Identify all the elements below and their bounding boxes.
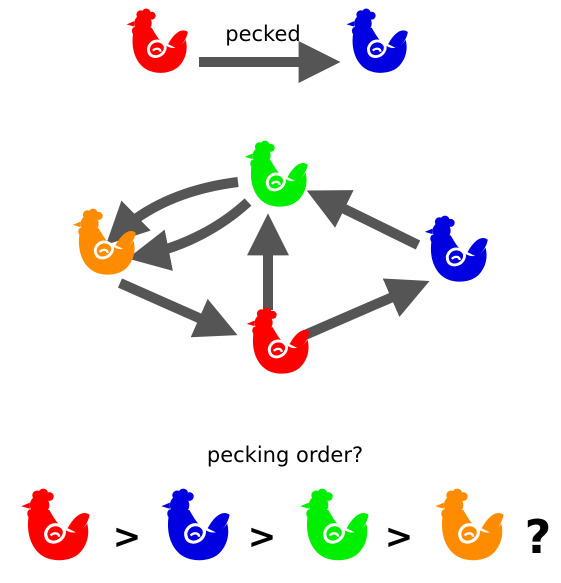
chicken-icon — [245, 306, 312, 376]
edge-orange-to-red — [117, 278, 238, 338]
rank-separator: > — [113, 517, 142, 557]
legend-label: pecked — [225, 22, 300, 46]
chicken-icon — [423, 214, 490, 284]
chicken-icon — [125, 7, 190, 75]
edge-blue-to-green — [306, 190, 421, 250]
chicken-icon — [433, 487, 506, 562]
ranking-row: > > > ? — [19, 487, 552, 564]
chicken-icon — [159, 487, 232, 562]
rank-separator: > — [385, 517, 414, 557]
edge-red-to-blue — [303, 278, 430, 340]
question-text: pecking order? — [207, 443, 363, 467]
rank-separator: > — [248, 517, 277, 557]
chicken-icon — [345, 7, 410, 75]
rank-question-mark: ? — [525, 510, 552, 564]
legend: pecked — [125, 7, 410, 83]
graph-edges — [105, 177, 430, 340]
graph-nodes — [71, 139, 490, 376]
edge-green-to-orange-outer — [105, 177, 239, 245]
chicken-icon — [71, 207, 138, 277]
chicken-icon — [243, 139, 310, 209]
chicken-icon — [298, 487, 371, 562]
chicken-icon — [19, 487, 92, 562]
edge-green-to-orange-inner — [127, 198, 252, 271]
